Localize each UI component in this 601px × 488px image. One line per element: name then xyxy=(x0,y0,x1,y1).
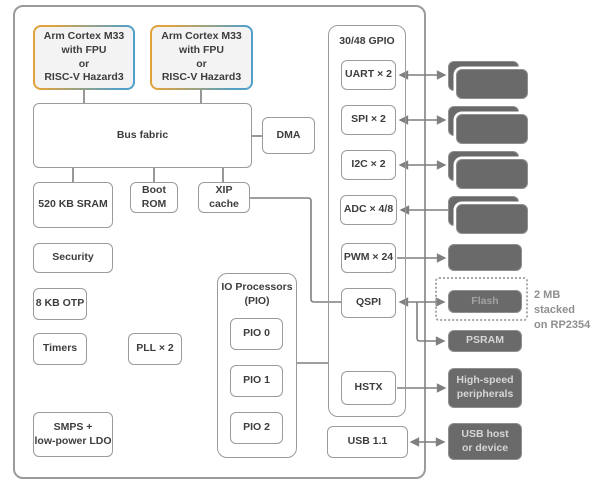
pll-block: PLL × 2 xyxy=(128,333,182,365)
timers-block: Timers xyxy=(33,333,87,365)
gpio-container xyxy=(328,25,406,417)
pio-container xyxy=(217,273,297,458)
security-block: Security xyxy=(33,243,113,273)
gpio-title: 30/48 GPIO xyxy=(339,35,395,47)
i2c-pins-stack-front xyxy=(456,159,528,189)
pio0-block: PIO 0 xyxy=(230,318,283,350)
chip-outline xyxy=(13,5,426,479)
otp-block: 8 KB OTP xyxy=(33,288,87,320)
hstx-block: HSTX xyxy=(341,371,396,405)
sram-block: 520 KB SRAM xyxy=(33,182,113,228)
uart-block: UART × 2 xyxy=(341,60,396,90)
psram-block: PSRAM xyxy=(448,330,522,352)
i2c-block: I2C × 2 xyxy=(341,150,396,180)
pio1-block: PIO 1 xyxy=(230,365,283,397)
bus-fabric-block: Bus fabric xyxy=(33,103,252,168)
flash-stacked-outline xyxy=(435,277,528,321)
adc-pins-stack-front xyxy=(456,204,528,234)
smps-block: SMPS + low-power LDO xyxy=(33,412,113,457)
pio-title: IO Processors (PIO) xyxy=(221,281,293,307)
cpu-core2-block: Arm Cortex M33 with FPU or RISC-V Hazard… xyxy=(150,25,253,90)
adc-block: ADC × 4/8 xyxy=(340,195,397,225)
dma-block: DMA xyxy=(262,117,315,154)
pio2-block: PIO 2 xyxy=(230,412,283,444)
usb-host-device-block: USB host or device xyxy=(448,423,522,460)
pwm-block: PWM × 24 xyxy=(341,243,396,273)
cpu-core1-block: Arm Cortex M33 with FPU or RISC-V Hazard… xyxy=(33,25,135,90)
high-speed-peripherals-block: High-speed peripherals xyxy=(448,368,522,408)
spi-pins-stack-front xyxy=(456,114,528,144)
boot-rom-block: Boot ROM xyxy=(130,182,178,213)
usb-block: USB 1.1 xyxy=(327,426,408,458)
xip-cache-block: XIP cache xyxy=(198,182,250,213)
flash-block: Flash xyxy=(448,290,522,313)
spi-block: SPI × 2 xyxy=(341,105,396,135)
pwm-pins-block xyxy=(448,244,522,271)
flash-note: 2 MB stacked on RP2354 xyxy=(534,289,591,331)
uart-pins-stack-front xyxy=(456,69,528,99)
qspi-block: QSPI xyxy=(341,288,396,318)
